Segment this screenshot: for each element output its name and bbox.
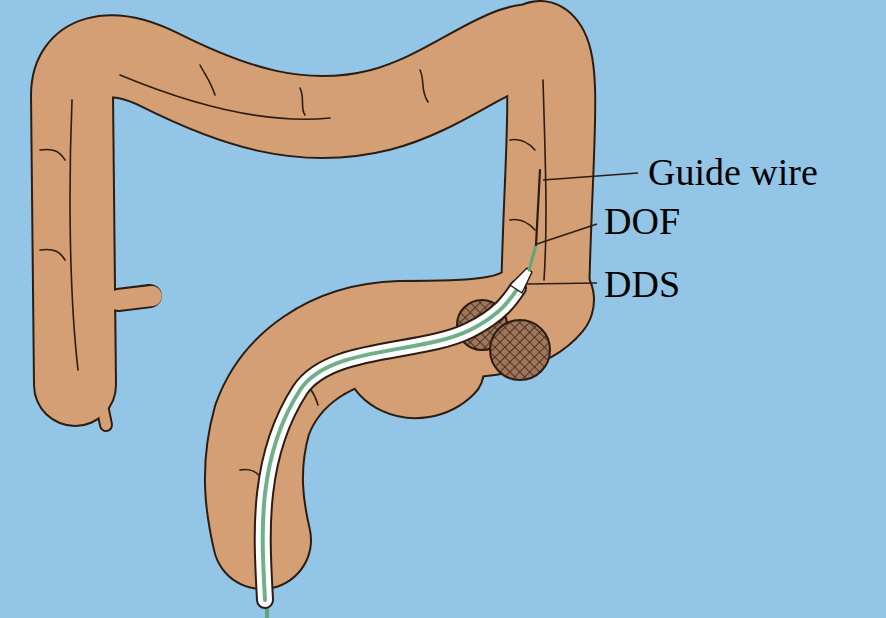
part-label: DOF (604, 202, 680, 240)
colon-outline (40, 45, 551, 548)
stent-delivery-system (263, 170, 540, 618)
part-label: Guide wire (648, 153, 818, 191)
part-label: DDS (604, 265, 680, 303)
